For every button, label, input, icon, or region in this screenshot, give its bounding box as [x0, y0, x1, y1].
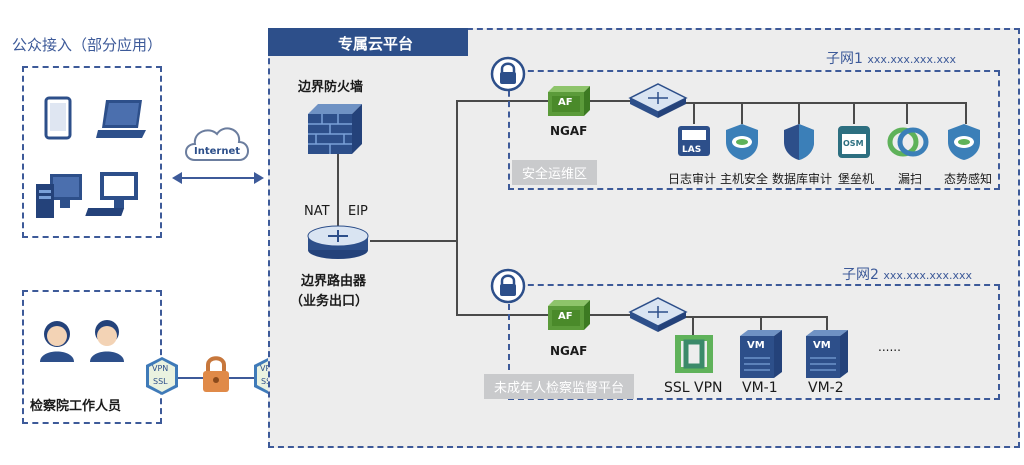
vpn-badge-left-top: VPN	[152, 364, 169, 373]
switch2-icon	[628, 297, 688, 332]
log-audit-icon-text: LAS	[682, 145, 702, 155]
subnet1-bus-line	[686, 102, 966, 104]
subnet2-box	[508, 284, 1000, 400]
backbone-vertical-line	[456, 100, 458, 316]
staff-label: 检察院工作人员	[30, 399, 122, 414]
router-label-line1: 边界路由器	[301, 274, 367, 289]
subnet2-prefix: 子网2	[842, 267, 879, 283]
bastion-host-icon	[838, 126, 870, 158]
firewall-icon	[308, 104, 362, 154]
subnet2-zone-label: 未成年人检察监督平台	[484, 374, 635, 399]
subnet1-label: 子网1 xxx.xxx.xxx.xxx	[826, 48, 956, 68]
bastion-host-icon-text: OSM	[843, 139, 864, 148]
nat-label: NAT	[304, 204, 330, 219]
device-label-vulnerability-scan: 漏扫	[898, 172, 923, 186]
device-label-ssl-vpn: SSL VPN	[664, 380, 723, 396]
subnet1-address: xxx.xxx.xxx.xxx	[867, 53, 956, 66]
vm2-server-icon	[806, 330, 848, 378]
host-security-icon	[726, 124, 758, 160]
subnet1-drop-6	[965, 102, 967, 124]
tablet-icon	[44, 96, 72, 140]
firewall-label: 边界防火墙	[298, 80, 364, 95]
vpn-badge-left-bottom: SSL	[153, 377, 168, 386]
ngaf2-label: NGAF	[550, 344, 588, 358]
subnet1-lock-icon	[490, 56, 526, 92]
log-audit-icon	[678, 126, 710, 156]
vpn-ssl-badge-left	[146, 357, 178, 395]
ngaf2-to-switch2-line	[590, 314, 634, 316]
device-label-log-audit: 日志审计	[668, 172, 717, 186]
firewall-to-router-line	[337, 154, 339, 226]
public-access-box	[22, 66, 162, 238]
subnet2-label: 子网2 xxx.xxx.xxx.xxx	[842, 264, 972, 284]
internet-cloud-icon	[185, 127, 249, 161]
subnet1-zone-label: 安全运维区	[512, 160, 598, 185]
vm2-icon-text: VM	[813, 340, 831, 351]
subnet2-drop-1	[692, 316, 694, 336]
vm1-server-icon	[740, 330, 782, 378]
padlock-icon	[203, 356, 229, 392]
subnet1-drop-1	[693, 102, 695, 124]
subnet1-drop-5	[906, 102, 908, 124]
ssl-vpn-icon	[675, 335, 713, 373]
device-label-host-security: 主机安全	[720, 172, 769, 186]
subnet2-address: xxx.xxx.xxx.xxx	[883, 269, 972, 282]
router-icon	[307, 225, 369, 259]
staff-box	[22, 290, 162, 424]
ngaf1-badge: AF	[558, 97, 573, 108]
vm1-icon-text: VM	[747, 340, 765, 351]
device-label-bastion-host: 堡垒机	[838, 172, 875, 186]
desktop-computer-icon	[36, 174, 82, 218]
device-label-vm1: VM-1	[742, 380, 778, 396]
ngaf2-badge: AF	[558, 311, 573, 322]
backbone-to-ngaf2-line	[456, 314, 548, 316]
subnet1-drop-3	[798, 102, 800, 124]
subnet1-drop-2	[741, 102, 743, 124]
ngaf2-icon	[548, 300, 590, 330]
backbone-to-ngaf1-line	[456, 100, 548, 102]
subnet1-prefix: 子网1	[826, 51, 863, 67]
bidirectional-arrow	[172, 172, 264, 184]
platform-title-bar	[268, 28, 468, 56]
device-label-vm2: VM-2	[808, 380, 844, 396]
device-label-situation-awareness: 态势感知	[944, 172, 993, 186]
internet-label: Internet	[194, 146, 241, 157]
ngaf1-label: NGAF	[550, 124, 588, 138]
person-male-icon	[90, 320, 124, 362]
vulnerability-scan-icon	[887, 127, 929, 157]
situation-awareness-icon	[948, 124, 980, 160]
person-female-icon	[40, 321, 74, 362]
subnet1-box	[508, 70, 1000, 190]
subnet1-drop-4	[853, 102, 855, 124]
eip-label: EIP	[348, 204, 368, 219]
subnet2-drop-3	[826, 316, 828, 330]
device-label-database-audit: 数据库审计	[772, 172, 833, 186]
router-to-backbone-line	[370, 240, 458, 242]
monitor-icon	[85, 172, 138, 216]
subnet2-bus-line	[686, 316, 828, 318]
platform-title: 专属云平台	[338, 35, 414, 53]
laptop-icon	[96, 100, 146, 138]
ngaf1-to-switch1-line	[590, 100, 634, 102]
subnet2-drop-2	[760, 316, 762, 330]
public-access-title: 公众接入（部分应用）	[12, 36, 163, 54]
router-label-line2: （业务出口）	[290, 294, 369, 309]
subnet2-lock-icon	[490, 268, 526, 304]
ngaf1-icon	[548, 86, 590, 116]
switch1-icon	[628, 83, 688, 118]
more-devices-ellipsis: ......	[878, 340, 901, 354]
database-audit-icon	[784, 124, 814, 160]
